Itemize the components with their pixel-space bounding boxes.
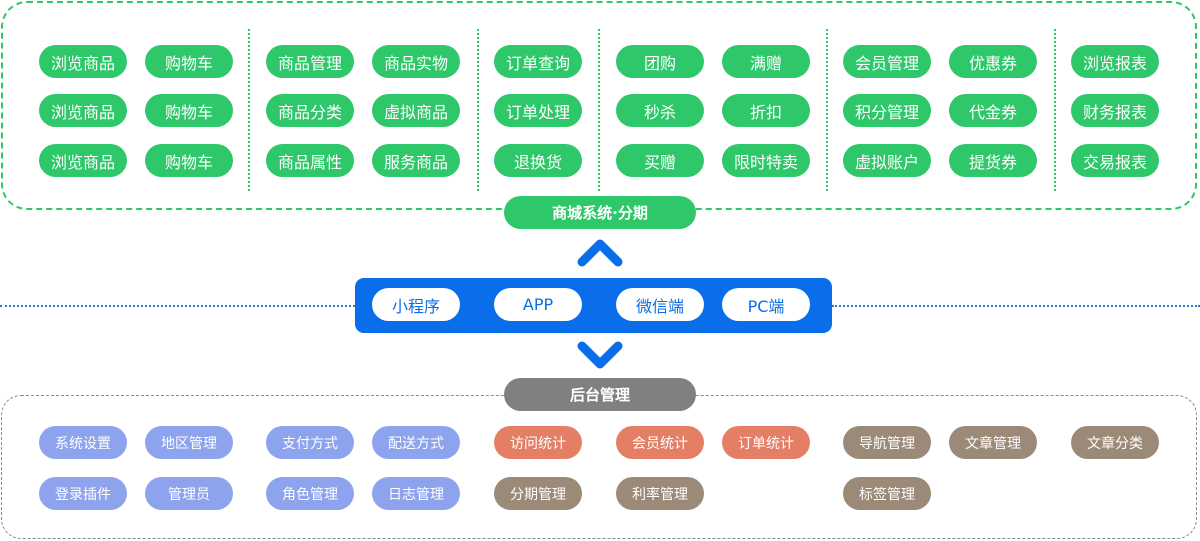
- feature-pill[interactable]: 服务商品: [372, 144, 460, 177]
- feature-pill[interactable]: 商品实物: [372, 45, 460, 78]
- admin-pill[interactable]: 角色管理: [266, 477, 354, 510]
- admin-pill[interactable]: 配送方式: [372, 426, 460, 459]
- admin-pill[interactable]: 管理员: [145, 477, 233, 510]
- group-divider: [248, 29, 250, 191]
- feature-pill[interactable]: 订单处理: [494, 94, 582, 127]
- feature-pill[interactable]: 优惠券: [949, 45, 1037, 78]
- connector-line-left: [0, 305, 355, 307]
- feature-pill[interactable]: 退换货: [494, 144, 582, 177]
- admin-pill[interactable]: 标签管理: [843, 477, 931, 510]
- feature-pill[interactable]: 商品分类: [266, 94, 354, 127]
- admin-title: 后台管理: [504, 378, 696, 411]
- feature-pill[interactable]: 订单查询: [494, 45, 582, 78]
- admin-pill[interactable]: 分期管理: [494, 477, 582, 510]
- feature-pill[interactable]: 购物车: [145, 144, 233, 177]
- feature-pill[interactable]: 商品属性: [266, 144, 354, 177]
- admin-pill[interactable]: 地区管理: [145, 426, 233, 459]
- admin-container: [1, 395, 1197, 539]
- feature-pill[interactable]: 虚拟商品: [372, 94, 460, 127]
- admin-pill[interactable]: 文章管理: [949, 426, 1037, 459]
- feature-pill[interactable]: 买赠: [616, 144, 704, 177]
- feature-pill[interactable]: 虚拟账户: [843, 144, 931, 177]
- group-divider: [826, 29, 828, 191]
- chevron-up-icon: [577, 239, 623, 267]
- feature-pill[interactable]: 浏览商品: [39, 144, 127, 177]
- feature-pill[interactable]: 购物车: [145, 45, 233, 78]
- feature-pill[interactable]: 代金券: [949, 94, 1037, 127]
- feature-pill[interactable]: 提货券: [949, 144, 1037, 177]
- admin-pill[interactable]: 会员统计: [616, 426, 704, 459]
- feature-pill[interactable]: 限时特卖: [722, 144, 810, 177]
- admin-pill[interactable]: 登录插件: [39, 477, 127, 510]
- admin-pill[interactable]: 系统设置: [39, 426, 127, 459]
- feature-pill[interactable]: 商品管理: [266, 45, 354, 78]
- feature-pill[interactable]: 浏览报表: [1071, 45, 1159, 78]
- feature-pill[interactable]: 浏览商品: [39, 94, 127, 127]
- feature-pill[interactable]: 积分管理: [843, 94, 931, 127]
- connector-line-right: [832, 305, 1200, 307]
- feature-pill[interactable]: 财务报表: [1071, 94, 1159, 127]
- platform-wechat[interactable]: 微信端: [616, 288, 704, 321]
- admin-pill[interactable]: 导航管理: [843, 426, 931, 459]
- feature-pill[interactable]: 购物车: [145, 94, 233, 127]
- admin-pill[interactable]: 日志管理: [372, 477, 460, 510]
- group-divider: [477, 29, 479, 191]
- feature-pill[interactable]: 满赠: [722, 45, 810, 78]
- group-divider: [598, 29, 600, 191]
- feature-pill[interactable]: 会员管理: [843, 45, 931, 78]
- admin-pill[interactable]: 订单统计: [722, 426, 810, 459]
- group-divider: [1054, 29, 1056, 191]
- admin-pill[interactable]: 利率管理: [616, 477, 704, 510]
- platform-bar: 小程序 APP 微信端 PC端: [355, 278, 832, 333]
- chevron-down-icon: [577, 341, 623, 369]
- admin-pill[interactable]: 支付方式: [266, 426, 354, 459]
- platform-pc[interactable]: PC端: [722, 288, 810, 321]
- admin-pill[interactable]: 文章分类: [1071, 426, 1159, 459]
- platform-app[interactable]: APP: [494, 288, 582, 321]
- feature-pill[interactable]: 折扣: [722, 94, 810, 127]
- feature-pill[interactable]: 交易报表: [1071, 144, 1159, 177]
- feature-pill[interactable]: 浏览商品: [39, 45, 127, 78]
- feature-pill[interactable]: 团购: [616, 45, 704, 78]
- feature-pill[interactable]: 秒杀: [616, 94, 704, 127]
- admin-pill[interactable]: 访问统计: [494, 426, 582, 459]
- platform-miniprogram[interactable]: 小程序: [372, 288, 460, 321]
- mall-system-title: 商城系统·分期: [504, 196, 696, 229]
